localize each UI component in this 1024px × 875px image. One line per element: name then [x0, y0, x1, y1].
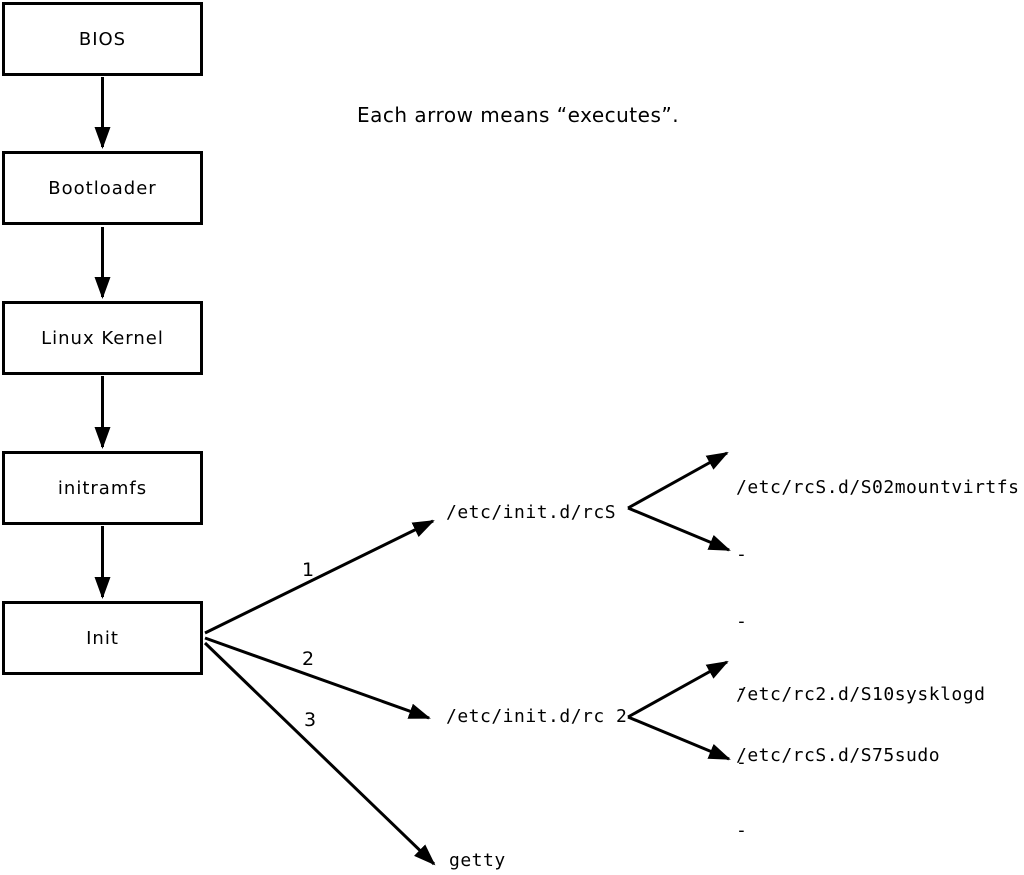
- arrow-rc2-to-first-script: [627, 660, 729, 719]
- node-bootloader: Bootloader: [2, 151, 203, 225]
- arrow-label-3: 3: [304, 709, 317, 731]
- rc2-script-ellipsis: -: [736, 752, 748, 773]
- node-bios-label: BIOS: [78, 28, 127, 50]
- rc2-script-list: /etc/rc2.d/S10sysklogd - - - /etc/rc2.d/…: [736, 640, 985, 875]
- arrow-init-to-rcS: [204, 519, 435, 635]
- rcS-script-ellipsis: -: [736, 544, 748, 565]
- arrow-init-to-getty: [203, 641, 436, 866]
- arrow-init-to-rc2: [204, 636, 431, 720]
- rc2-script-ellipsis: -: [736, 820, 748, 841]
- node-initramfs-label: initramfs: [57, 477, 148, 499]
- arrow-label-1: 1: [302, 559, 315, 581]
- arrow-rcS-to-first-script: [627, 451, 729, 510]
- node-linux-kernel: Linux Kernel: [2, 301, 203, 375]
- rcS-script-item: /etc/rcS.d/S75sudo: [736, 745, 941, 766]
- rcS-script-ellipsis: -: [736, 678, 748, 699]
- target-getty: getty: [449, 850, 506, 871]
- rc2-script-item: /etc/rc2.d/S10sysklogd: [736, 684, 986, 705]
- rcS-script-ellipsis: -: [736, 611, 748, 632]
- node-init: Init: [2, 601, 203, 675]
- arrow-label-2: 2: [302, 648, 315, 670]
- node-linux-kernel-label: Linux Kernel: [41, 327, 164, 349]
- diagram-caption: Each arrow means “executes”.: [357, 103, 680, 127]
- rcS-script-item: /etc/rcS.d/S02mountvirtfs: [736, 477, 1020, 498]
- node-bios: BIOS: [2, 2, 203, 76]
- node-initramfs: initramfs: [2, 451, 203, 525]
- arrow-rcS-to-last-script: [627, 506, 731, 552]
- node-bootloader-label: Bootloader: [48, 177, 157, 199]
- target-rcS-script: /etc/init.d/rcS: [446, 502, 617, 523]
- node-init-label: Init: [86, 627, 119, 649]
- target-rc2-script: /etc/init.d/rc 2: [446, 706, 628, 727]
- rcS-script-list: /etc/rcS.d/S02mountvirtfs - - - /etc/rcS…: [736, 433, 1019, 810]
- arrow-rc2-to-last-script: [627, 715, 731, 761]
